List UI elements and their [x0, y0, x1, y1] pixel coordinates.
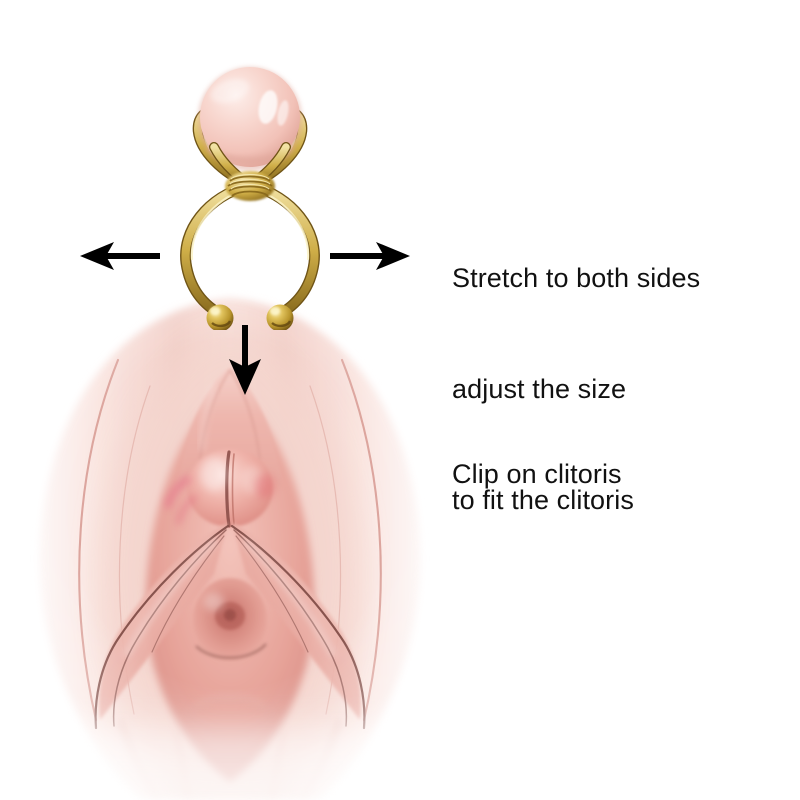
pink-ball — [198, 67, 302, 171]
caption-stretch-line-2: adjust the size — [452, 374, 627, 404]
vulva-anatomy-illustration — [0, 290, 460, 800]
caption-stretch: Stretch to both sides adjust the size to… — [452, 186, 700, 593]
caption-stretch-line-1: Stretch to both sides — [452, 263, 701, 293]
caption-clip: Clip on clitoris — [452, 382, 622, 567]
lower-loop — [180, 179, 320, 322]
caption-stretch-line-3: to fit the clitoris — [452, 485, 634, 515]
end-bead-left — [206, 304, 234, 330]
labia-minora — [94, 522, 366, 730]
clip-down-arrow — [222, 325, 268, 395]
end-bead-right — [266, 304, 294, 330]
caption-clip-line-1: Clip on clitoris — [452, 459, 622, 489]
perineum — [185, 695, 275, 717]
vaginal-opening — [193, 578, 267, 662]
stretch-left-arrow — [80, 236, 160, 276]
stretch-right-arrow — [330, 236, 410, 276]
clitoral-glans — [164, 449, 275, 528]
wire-coil-wrap — [225, 171, 275, 201]
clitoral-clip-device — [150, 55, 350, 330]
